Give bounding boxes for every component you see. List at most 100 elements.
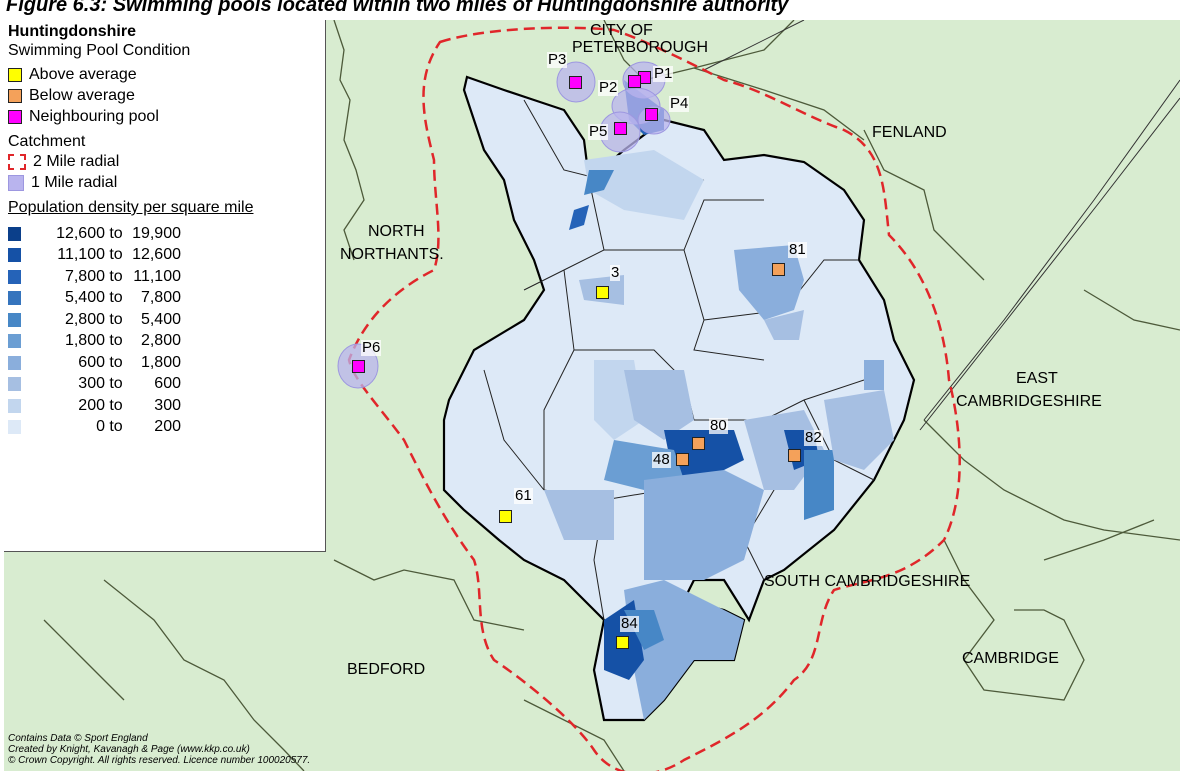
boundary-bedford-north bbox=[333, 559, 525, 631]
pool-marker-48[interactable] bbox=[676, 453, 689, 466]
density-patches bbox=[544, 80, 894, 720]
density-to: to bbox=[109, 246, 123, 264]
credits-line1: Contains Data © Sport England bbox=[8, 733, 148, 744]
density-end: 7,800 bbox=[140, 289, 181, 307]
pool-label-61: 61 bbox=[514, 487, 533, 504]
pool-marker-p5[interactable] bbox=[614, 122, 627, 135]
color-swatch-icon bbox=[8, 420, 21, 435]
density-from: 300 bbox=[78, 375, 105, 393]
legend-density-row: 1,800 to 2,800 bbox=[8, 331, 325, 353]
legend-item-below-average: Below average bbox=[8, 85, 325, 106]
legend-density-row: 12,600 to 19,900 bbox=[8, 223, 325, 245]
patch-east-2 bbox=[864, 360, 884, 390]
legend-item-neighbouring-pool: Neighbouring pool bbox=[8, 106, 325, 127]
legend-density-row: 600 to 1,800 bbox=[8, 352, 325, 374]
color-swatch-icon bbox=[8, 226, 21, 241]
pool-marker-p2[interactable] bbox=[628, 75, 641, 88]
patch-godmanchester bbox=[644, 470, 764, 580]
boundary-far-east bbox=[1083, 289, 1180, 331]
density-to: to bbox=[109, 332, 123, 350]
density-end: 300 bbox=[154, 396, 181, 414]
pool-marker-80[interactable] bbox=[692, 437, 705, 450]
pool-label-3: 3 bbox=[610, 264, 621, 281]
square-marker-icon bbox=[8, 109, 22, 124]
legend-density-list: 12,600 to 19,900 11,100 to 12,600 7,800 … bbox=[8, 223, 325, 438]
pool-label-p5: P5 bbox=[588, 123, 609, 140]
pool-marker-81[interactable] bbox=[772, 263, 785, 276]
density-to: to bbox=[109, 267, 123, 285]
pool-label-48: 48 bbox=[652, 451, 671, 468]
patch-east bbox=[824, 390, 894, 470]
patch-north-small bbox=[584, 170, 614, 195]
boundary-fenland-north bbox=[693, 67, 865, 141]
density-from: 11,100 bbox=[57, 246, 105, 264]
square-marker-icon bbox=[8, 67, 22, 82]
legend-subtitle: Swimming Pool Condition bbox=[8, 42, 191, 59]
legend-density-row: 2,800 to 5,400 bbox=[8, 309, 325, 331]
density-from: 2,800 bbox=[64, 310, 105, 328]
patch-ramsey-2 bbox=[764, 310, 804, 340]
place-peterborough-line1: CITY OF bbox=[590, 22, 653, 39]
boundary-cambridge bbox=[943, 539, 1085, 701]
ward-line-5 bbox=[703, 259, 859, 321]
dashed-outline-icon bbox=[8, 153, 26, 170]
legend-item-above-average: Above average bbox=[8, 64, 325, 85]
legend-title: Huntingdonshire bbox=[8, 23, 136, 40]
pool-marker-p6[interactable] bbox=[352, 360, 365, 373]
density-from: 12,600 bbox=[56, 224, 105, 242]
density-end: 600 bbox=[154, 375, 181, 393]
legend-density-row: 0 to 200 bbox=[8, 417, 325, 439]
railway-lines bbox=[703, 20, 1180, 431]
boundary-bedford-south bbox=[523, 699, 625, 771]
boundary-north-northants bbox=[333, 20, 365, 261]
place-east-cambs-line1: EAST bbox=[1016, 370, 1058, 387]
pool-marker-82[interactable] bbox=[788, 449, 801, 462]
boundary-east bbox=[1043, 519, 1155, 561]
ward-line-6 bbox=[543, 269, 575, 490]
ward-line-2 bbox=[523, 179, 605, 291]
color-swatch-icon bbox=[8, 291, 21, 306]
railway-north bbox=[703, 20, 805, 71]
ward-line-4 bbox=[683, 249, 765, 361]
square-marker-icon bbox=[8, 88, 22, 103]
boundary-fenland bbox=[863, 129, 985, 281]
place-north-northants-line1: NORTH bbox=[368, 223, 425, 240]
legend-item-2-mile-radial: 2 Mile radial bbox=[8, 151, 325, 172]
patch-west bbox=[544, 490, 614, 540]
legend-density-row: 11,100 to 12,600 bbox=[8, 245, 325, 267]
pool-label-81: 81 bbox=[788, 241, 807, 258]
pool-marker-61[interactable] bbox=[499, 510, 512, 523]
legend-density-row: 300 to 600 bbox=[8, 374, 325, 396]
filled-area-icon bbox=[8, 174, 24, 191]
map-credits: Contains Data © Sport England Created by… bbox=[8, 733, 310, 766]
place-north-northants-line2: NORTHANTS. bbox=[340, 246, 444, 263]
density-from: 200 bbox=[78, 396, 105, 414]
pool-label-p4: P4 bbox=[669, 95, 690, 112]
patch-yaxley bbox=[569, 205, 589, 230]
credits-line3: © Crown Copyright. All rights reserved. … bbox=[8, 755, 311, 766]
pool-label-p1: P1 bbox=[653, 65, 674, 82]
density-to: to bbox=[109, 396, 123, 414]
figure-caption: Figure 6.3: Swimming pools located withi… bbox=[6, 0, 789, 16]
color-swatch-icon bbox=[8, 355, 21, 370]
map-legend: Huntingdonshire Swimming Pool Condition … bbox=[4, 20, 326, 552]
legend-density-row: 7,800 to 11,100 bbox=[8, 266, 325, 288]
place-cambridge: CAMBRIDGE bbox=[962, 650, 1059, 667]
density-to: to bbox=[109, 375, 123, 393]
place-peterborough-line2: PETERBOROUGH bbox=[572, 39, 709, 56]
ward-line-3 bbox=[604, 199, 764, 251]
color-swatch-icon bbox=[8, 269, 21, 284]
boundary-west bbox=[103, 579, 305, 771]
color-swatch-icon bbox=[8, 377, 21, 392]
legend-item-1-mile-radial: 1 Mile radial bbox=[8, 172, 325, 193]
legend-density-row: 200 to 300 bbox=[8, 395, 325, 417]
density-to: to bbox=[109, 353, 123, 371]
patch-huntingdon bbox=[664, 430, 744, 480]
pool-marker-p4[interactable] bbox=[645, 108, 658, 121]
color-swatch-icon bbox=[8, 248, 21, 263]
pool-marker-84[interactable] bbox=[616, 636, 629, 649]
pool-marker-3[interactable] bbox=[596, 286, 609, 299]
place-fenland: FENLAND bbox=[872, 124, 947, 141]
density-end: 1,800 bbox=[140, 353, 181, 371]
pool-marker-p3[interactable] bbox=[569, 76, 582, 89]
